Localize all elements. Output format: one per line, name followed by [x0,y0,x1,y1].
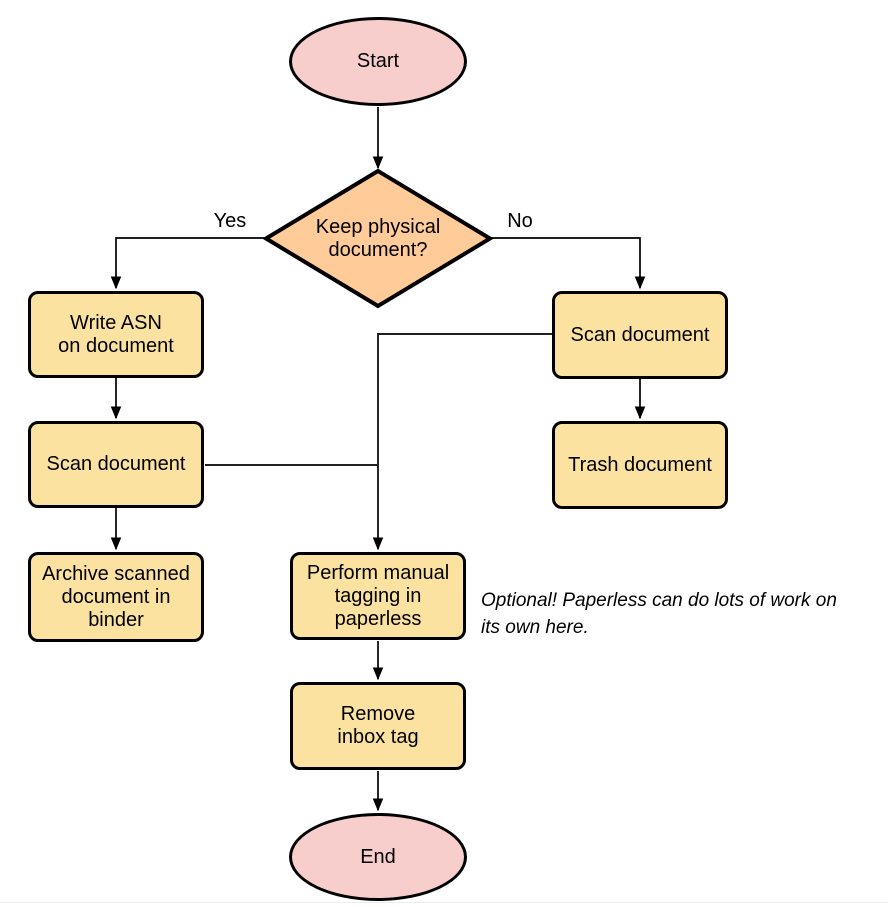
node-scan-document-left: Scan document [28,421,204,508]
node-start-label: Start [356,50,400,72]
node-decision: Keep physical document? [266,172,490,305]
node-start: Start [289,17,467,106]
node-remove-inbox-tag: Remove inbox tag [290,682,466,770]
edge-decision-no-to-scan-right [491,237,640,288]
bottom-divider [0,902,888,903]
node-trash-document: Trash document [552,421,728,509]
node-archive-binder: Archive scanned document in binder [28,552,204,642]
node-end-label: End [360,845,396,868]
node-trash-document-label: Trash document [568,453,712,476]
node-manual-tagging: Perform manual tagging in paperless [290,552,466,640]
edge-scan-right-to-tagging [378,333,552,549]
node-decision-label: Keep physical document? [315,215,441,261]
optional-note: Optional! Paperless can do lots of work … [481,590,837,638]
node-scan-document-left-label: Scan document [46,453,186,475]
node-scan-document-right: Scan document [552,291,728,379]
node-end: End [289,813,467,901]
node-remove-inbox-tag-label: Remove inbox tag [337,703,419,748]
edge-decision-yes-to-write-asn [116,237,265,288]
node-manual-tagging-label: Perform manual tagging in paperless [306,561,450,630]
node-scan-document-right-label: Scan document [570,323,710,346]
edge-label-yes: Yes [213,210,247,232]
node-archive-binder-label: Archive scanned document in binder [42,562,190,631]
edge-label-no: No [507,210,533,232]
node-write-asn-label: Write ASN on document [58,311,174,357]
node-write-asn: Write ASN on document [28,291,204,378]
decision-diamond-shape [262,168,494,309]
